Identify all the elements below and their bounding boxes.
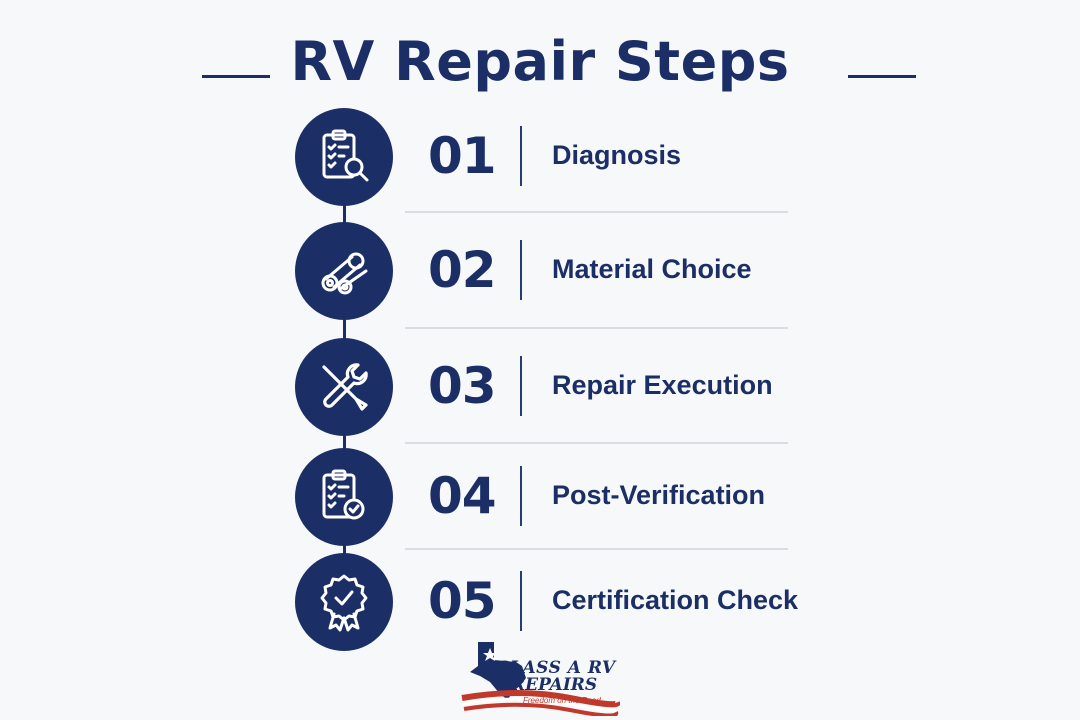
step-1-label: Diagnosis xyxy=(552,140,682,170)
step-4-separator xyxy=(520,466,522,526)
logo-star xyxy=(483,648,497,661)
step-divider-4 xyxy=(405,548,788,550)
step-3-icon-circle xyxy=(295,338,393,436)
step-4: 04 Post-Verification xyxy=(0,448,1080,548)
certificate-badge-icon xyxy=(320,574,368,632)
company-logo xyxy=(461,642,620,716)
title-block: RV Repair Steps xyxy=(0,22,1080,102)
step-4-number: 04 xyxy=(428,467,497,525)
step-3-separator xyxy=(520,356,522,416)
step-3-number: 03 xyxy=(428,357,497,415)
step-1: 01 Diagnosis xyxy=(0,108,1080,208)
flag-stripe-white xyxy=(461,697,620,712)
step-3: 03 Repair Execution xyxy=(0,338,1080,438)
flag-stripe-red xyxy=(461,690,620,708)
title-rule-left xyxy=(202,75,270,78)
wrench-screwdriver-icon xyxy=(322,363,368,411)
step-divider-2 xyxy=(405,327,788,329)
step-5-separator xyxy=(520,571,522,631)
step-2-icon-circle xyxy=(295,222,393,320)
logo-line-2: REPAIRS xyxy=(511,675,598,695)
step-2: 02 Material Choice xyxy=(0,222,1080,322)
logo-tagline: Freedom on the Road xyxy=(523,696,601,705)
clipboard-search-icon xyxy=(322,129,369,182)
step-4-icon-circle xyxy=(295,448,393,546)
step-3-label: Repair Execution xyxy=(552,370,773,400)
step-2-label: Material Choice xyxy=(552,254,752,284)
step-2-number: 02 xyxy=(428,241,497,299)
step-5: 05 Certification Check xyxy=(0,553,1080,653)
step-5-icon-circle xyxy=(295,553,393,651)
step-4-label: Post-Verification xyxy=(552,480,766,510)
clipboard-check-icon xyxy=(322,469,365,520)
step-2-separator xyxy=(520,240,522,300)
step-divider-3 xyxy=(405,442,788,444)
texas-shape xyxy=(470,642,526,700)
flag-stripe-red-2 xyxy=(463,702,619,716)
step-1-number: 01 xyxy=(428,127,497,185)
step-divider-1 xyxy=(405,211,788,213)
title-rule-right xyxy=(848,75,916,78)
step-5-label: Certification Check xyxy=(552,585,799,615)
step-1-separator xyxy=(520,126,522,186)
material-rolls-icon xyxy=(321,252,368,295)
step-5-number: 05 xyxy=(428,572,497,630)
logo-line-1: CLASS A RV xyxy=(496,658,616,678)
page-title: RV Repair Steps xyxy=(290,30,790,93)
step-1-icon-circle xyxy=(295,108,393,206)
